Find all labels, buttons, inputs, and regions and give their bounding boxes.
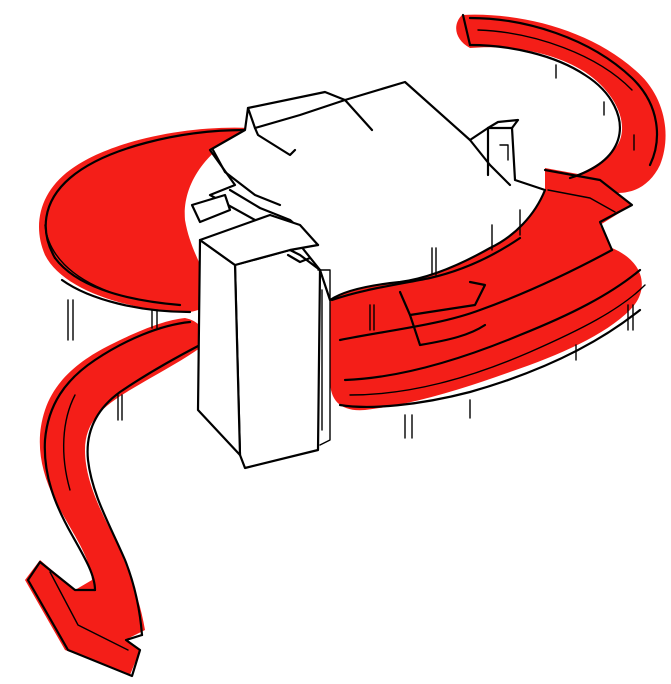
tower-front-face [235,250,320,468]
tower-block [192,195,330,468]
tower-side-face [198,240,240,455]
tower-step-block [192,195,230,222]
